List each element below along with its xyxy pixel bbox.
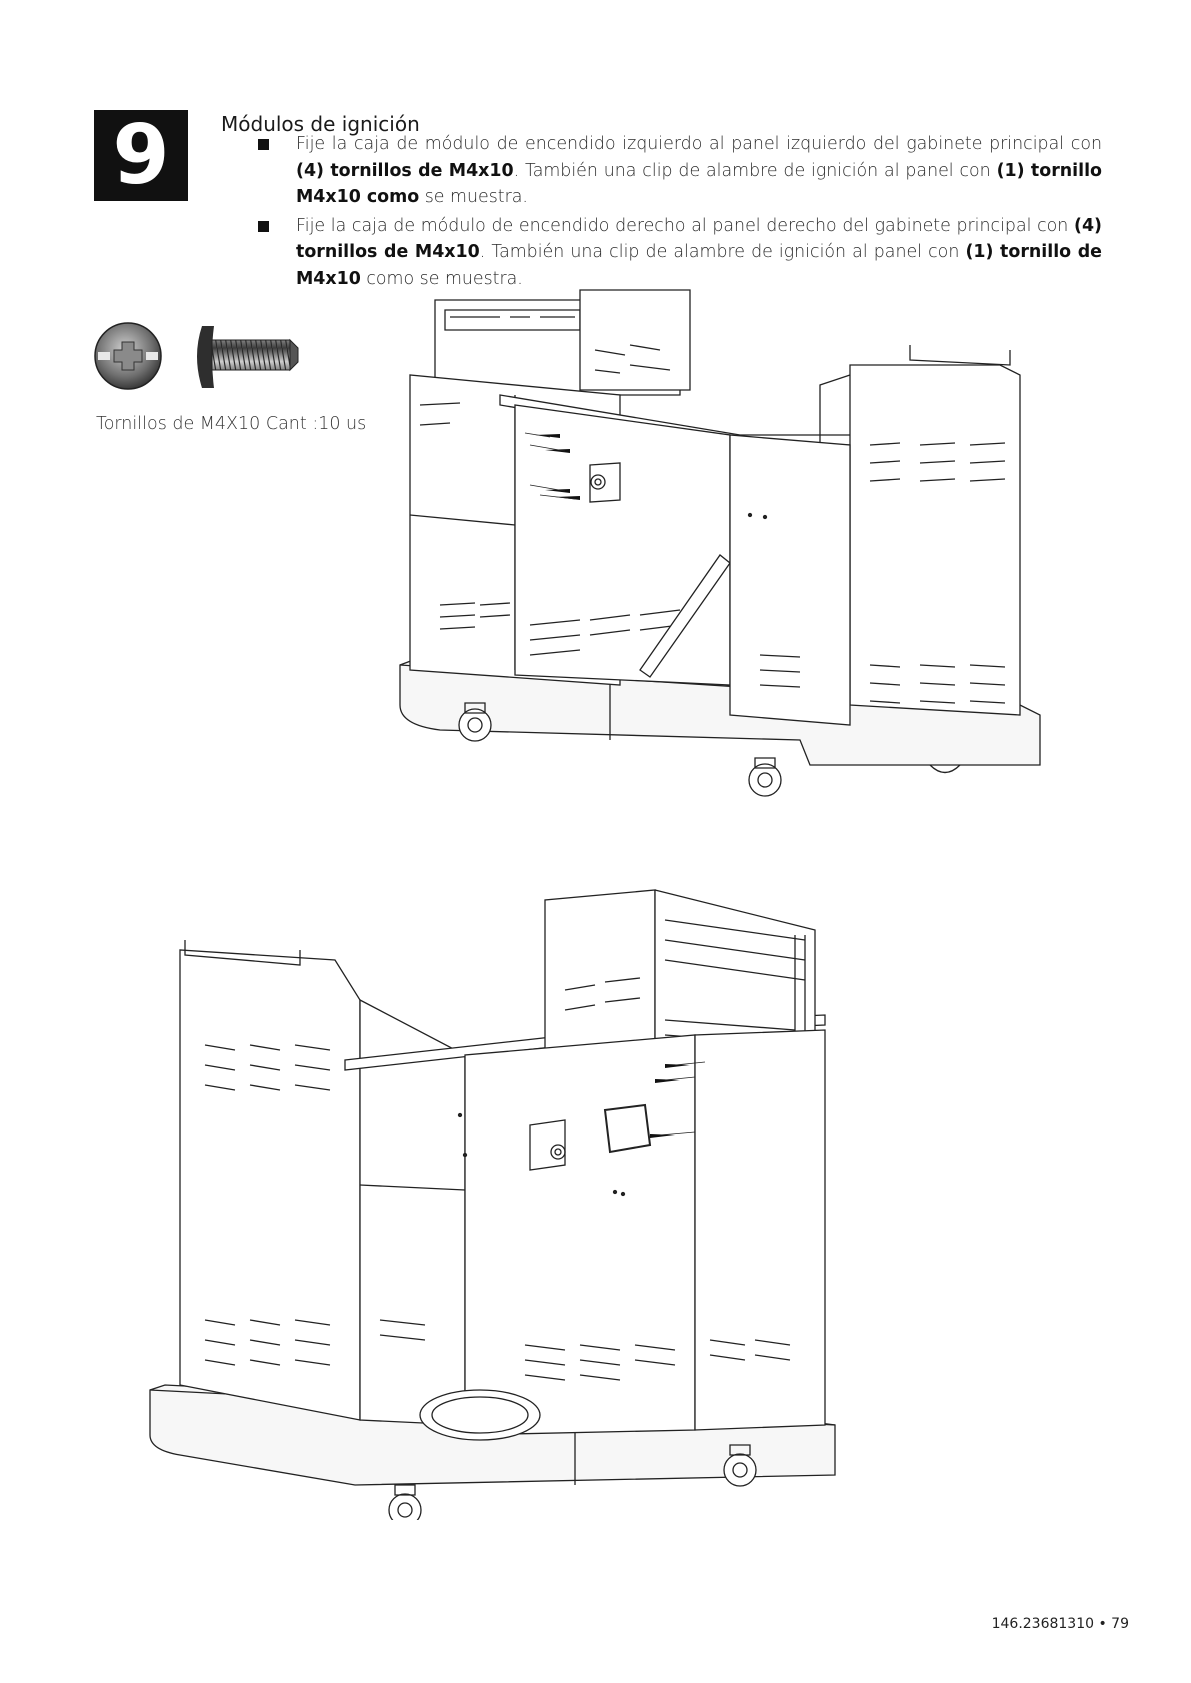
caster-wheel-icon: [723, 1444, 757, 1487]
caster-wheel-icon: [388, 1484, 422, 1520]
page-footer: 146.23681310 • 79: [991, 1616, 1129, 1632]
grill-cabinet-right-ignition-module-diagram: [149, 889, 836, 1520]
bullet-square-icon: [258, 139, 269, 150]
caster-wheel-icon: [929, 764, 961, 774]
ignition-module-icon: [589, 462, 621, 503]
instruction-item: Fije la caja de módulo de encendido izqu…: [252, 131, 1102, 211]
arrow-icon: [650, 1064, 690, 1138]
ignition-module-icon: [529, 1119, 566, 1171]
screw-head-icon: [94, 322, 162, 390]
section-title: Módulos de ignición: [221, 112, 420, 136]
step-number: 9: [112, 107, 170, 203]
bullet-square-icon: [258, 220, 269, 232]
caster-wheel-icon: [458, 702, 492, 742]
screw-illustration: [94, 322, 299, 390]
hardware-label: Tornillos de M4X10 Cant :10 us: [96, 414, 367, 434]
screw-side-icon: [197, 326, 299, 388]
instruction-list: Fije la caja de módulo de encendido izqu…: [252, 131, 1102, 294]
step-number-badge: 9: [94, 110, 188, 201]
caster-wheel-icon: [748, 757, 782, 797]
grill-cabinet-left-ignition-module-diagram: [399, 289, 1041, 797]
instruction-item: Fije la caja de módulo de encendido dere…: [252, 213, 1102, 293]
